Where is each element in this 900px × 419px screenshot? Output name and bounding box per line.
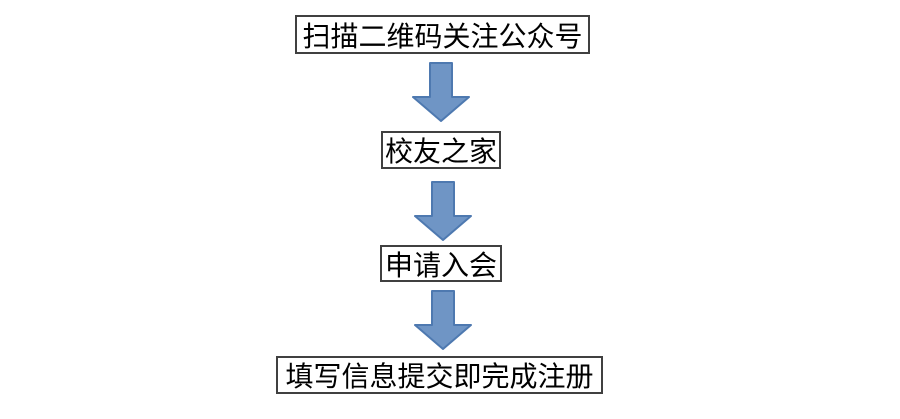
- flow-step-label: 填写信息提交即完成注册: [285, 361, 594, 392]
- down-arrow-icon: [414, 181, 472, 241]
- down-arrow-icon: [414, 290, 472, 350]
- flow-step-label: 扫描二维码关注公众号: [302, 20, 583, 52]
- flow-step-apply-membership: 申请入会: [380, 245, 502, 282]
- flow-step-label: 申请入会: [384, 249, 497, 281]
- down-arrow-icon: [412, 62, 470, 122]
- flow-step-scan-qr: 扫描二维码关注公众号: [295, 15, 590, 54]
- flow-step-alumni-home: 校友之家: [381, 131, 501, 169]
- flow-step-fill-info-register: 填写信息提交即完成注册: [276, 356, 603, 394]
- flow-step-label: 校友之家: [384, 136, 497, 167]
